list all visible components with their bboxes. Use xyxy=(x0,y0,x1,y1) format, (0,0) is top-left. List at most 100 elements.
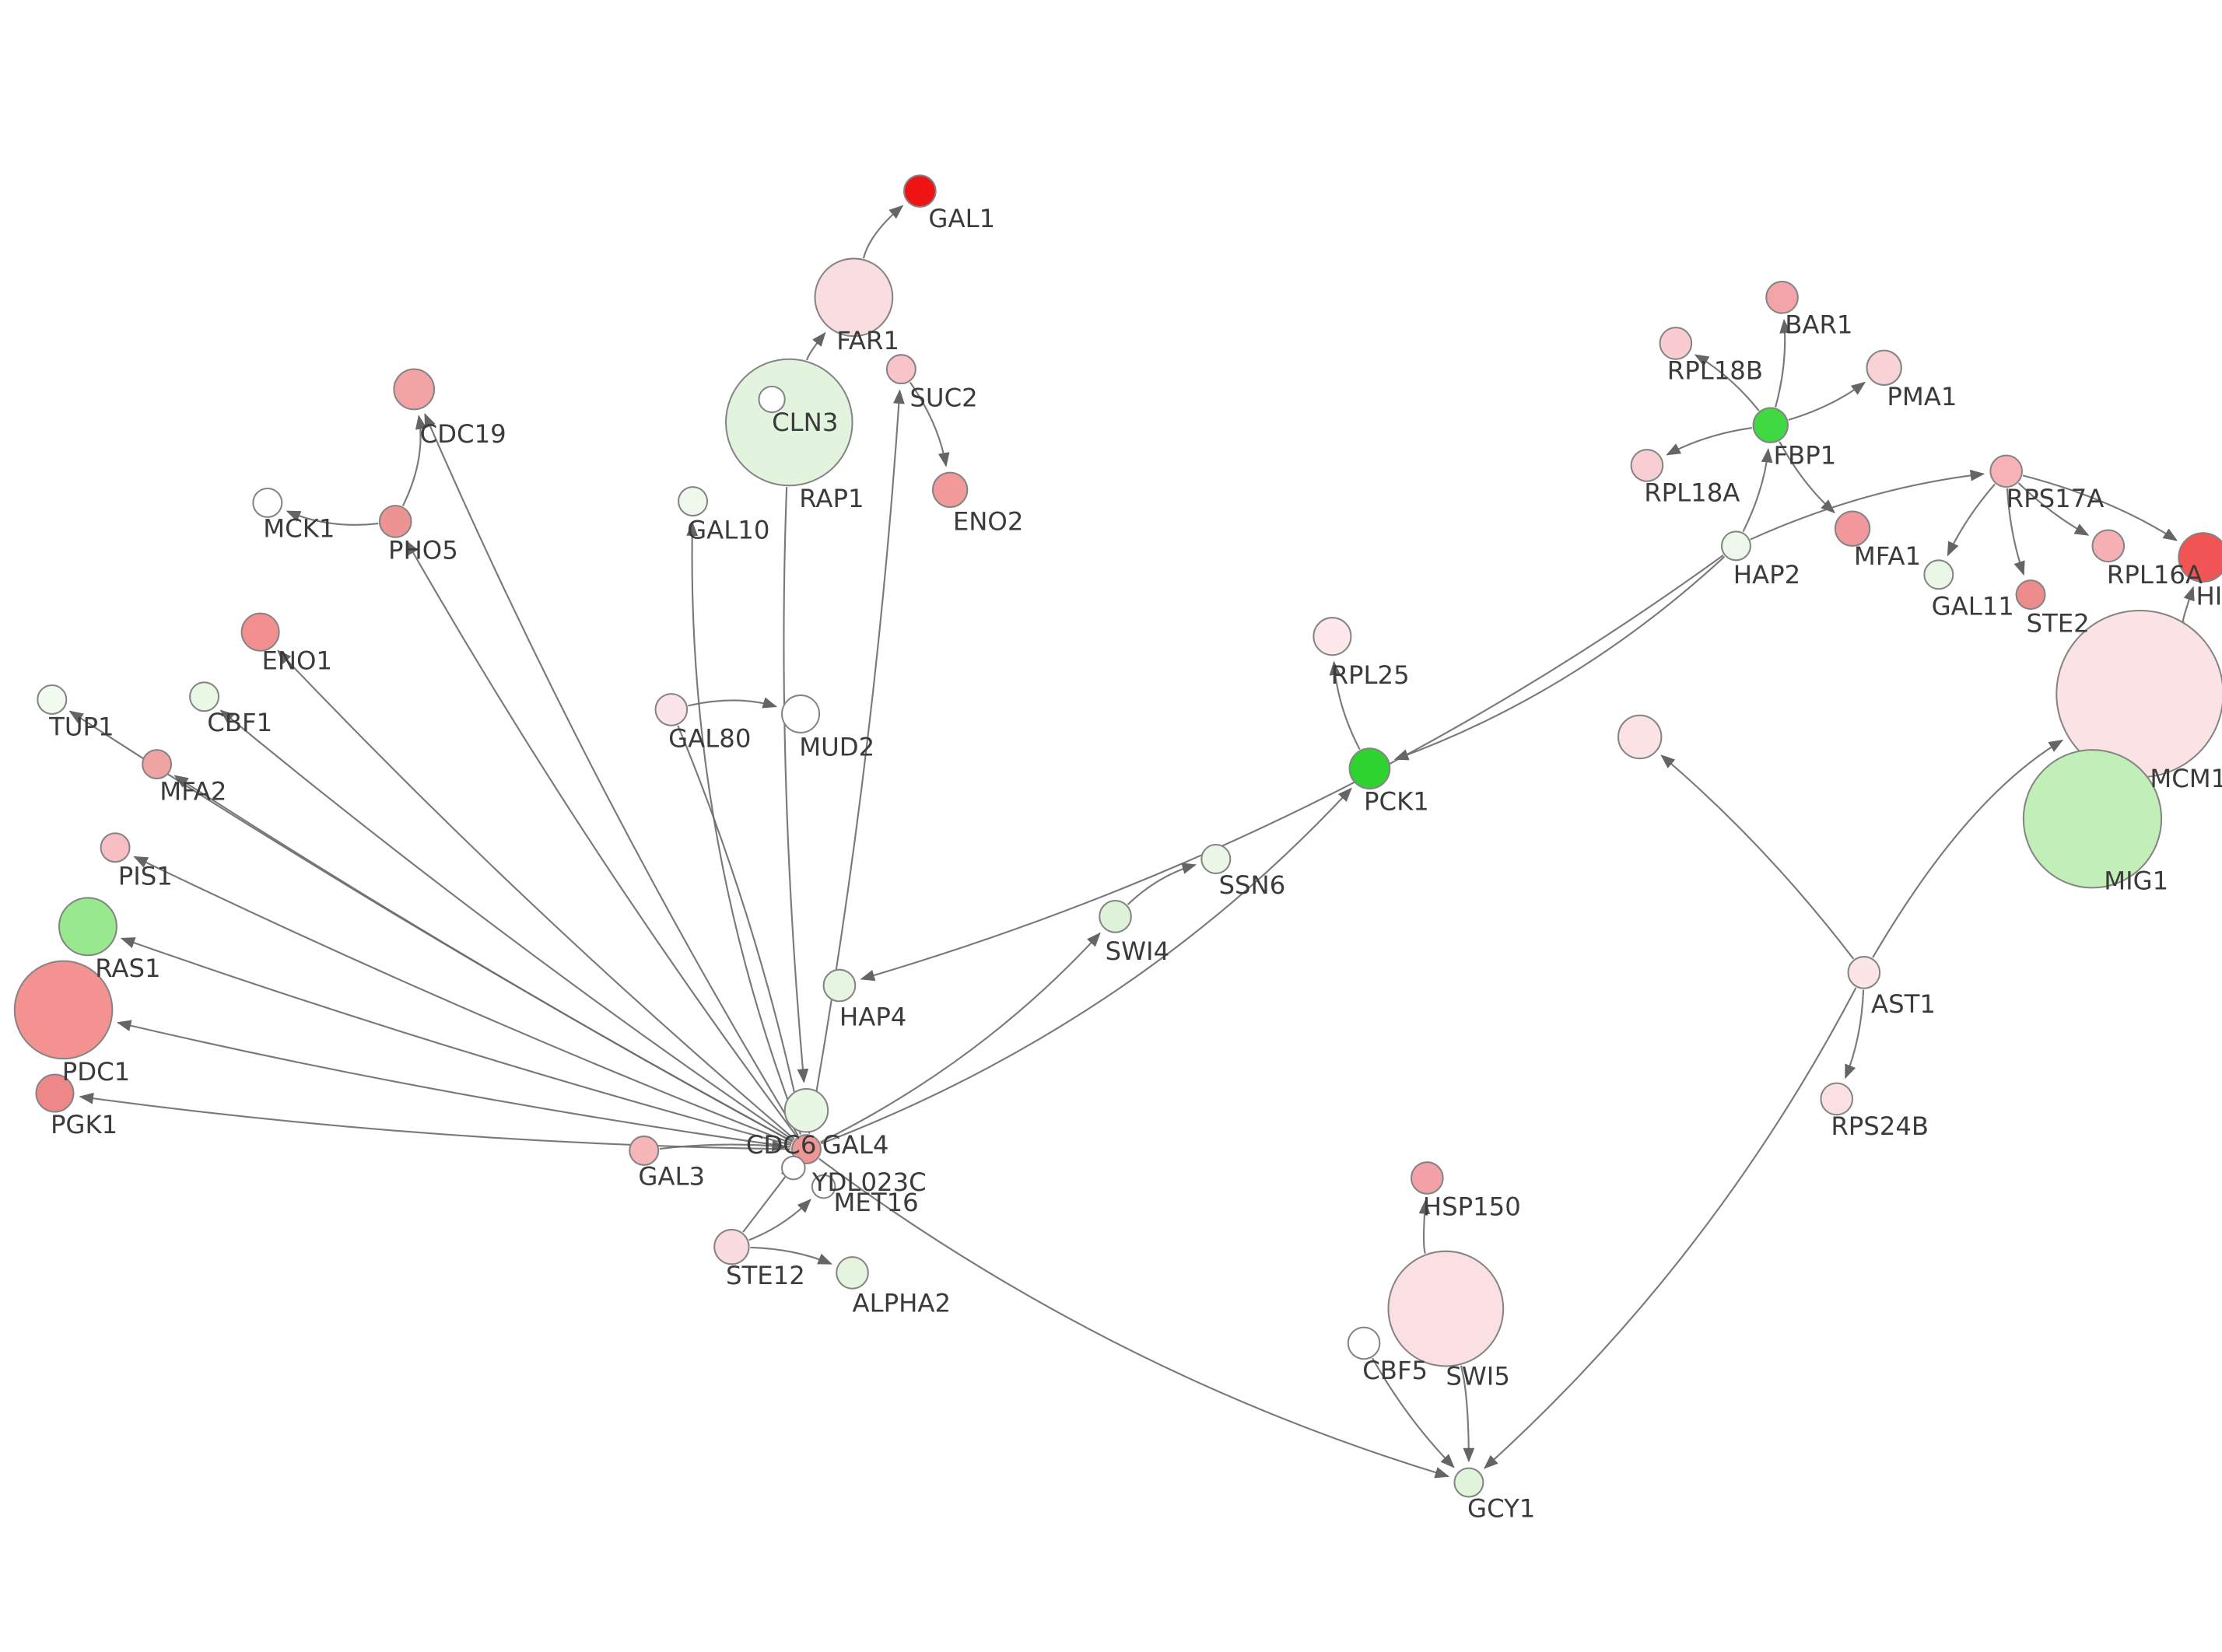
node-STE12[interactable] xyxy=(713,1228,750,1265)
edge-PHO5-CDC19[interactable] xyxy=(401,415,427,506)
edge-SUC2-ENO2[interactable] xyxy=(909,381,950,467)
node-SWI5[interactable] xyxy=(1387,1250,1505,1367)
edge-HAP2-FBP1[interactable] xyxy=(1742,448,1773,533)
node-MFA1[interactable] xyxy=(1834,510,1871,547)
edge-HAP2-HAP4[interactable] xyxy=(860,554,1724,982)
node-PMA1[interactable] xyxy=(1866,349,1902,387)
edge-PHO5-MCK1[interactable] xyxy=(286,510,379,526)
node-RPS17A[interactable] xyxy=(1989,454,2023,488)
node-MFA2[interactable] xyxy=(142,749,173,780)
node-ENO1[interactable] xyxy=(240,612,280,652)
node-GAL3[interactable] xyxy=(629,1135,660,1166)
node-GAL80[interactable] xyxy=(654,693,689,726)
node-BAR1[interactable] xyxy=(1765,280,1799,314)
node-ALPHA2[interactable] xyxy=(836,1256,869,1290)
edge-RPS17A-HIS4[interactable] xyxy=(2022,474,2178,541)
node-SUC2[interactable] xyxy=(885,354,916,385)
edge-GAL4-MFA2[interactable] xyxy=(173,775,794,1143)
edge-CBF5-GCY1[interactable] xyxy=(1372,1357,1455,1468)
node-RPL16A[interactable] xyxy=(2091,529,2126,563)
edge-GAL4-CBF1[interactable] xyxy=(219,709,794,1141)
node-ENO2[interactable] xyxy=(931,471,969,508)
edge-AST1-GCY1[interactable] xyxy=(1484,987,1857,1469)
edge-RPS17A-RPL16A[interactable] xyxy=(2017,482,2090,536)
edge-GAL4-PCK1[interactable] xyxy=(821,787,1352,1145)
node-FBP1[interactable] xyxy=(1752,407,1789,443)
node-RAP1[interactable] xyxy=(758,385,786,414)
node-CDC6[interactable] xyxy=(783,1087,829,1133)
node-CDC19[interactable] xyxy=(393,368,436,411)
node-MIG1[interactable] xyxy=(2022,749,2163,889)
edge-GAL4-GCY1[interactable] xyxy=(818,1157,1450,1479)
edge-GAL4-SUC2[interactable] xyxy=(808,389,905,1134)
node-SSN6[interactable] xyxy=(1200,843,1232,874)
node-NODE_X[interactable] xyxy=(1617,714,1663,760)
node-GAL10[interactable] xyxy=(678,486,709,517)
node-MCK1[interactable] xyxy=(252,487,283,518)
node-RAS1[interactable] xyxy=(58,897,117,957)
edge-RPS17A-STE2[interactable] xyxy=(2006,488,2025,576)
edge-GAL4-PIS1[interactable] xyxy=(133,856,792,1145)
edge-CLN3-CDC6[interactable] xyxy=(783,487,809,1083)
edge-HAP2-RPS17A[interactable] xyxy=(1750,469,1985,541)
node-GCY1[interactable] xyxy=(1453,1467,1484,1498)
edge-GAL80-GAL4[interactable] xyxy=(677,725,805,1130)
node-HAP2[interactable] xyxy=(1720,530,1751,562)
node-GAL4[interactable] xyxy=(790,1134,822,1165)
node-MUD2[interactable] xyxy=(781,694,821,733)
edge-STE12-MET16[interactable] xyxy=(748,1199,811,1241)
edge-GAL4-ENO1[interactable] xyxy=(277,649,795,1140)
node-HIS4[interactable] xyxy=(2178,532,2222,583)
edge-HAP2-PCK1[interactable] xyxy=(1393,555,1726,761)
node-SWI4[interactable] xyxy=(1099,900,1132,933)
edge-FBP1-RPL18B[interactable] xyxy=(1694,354,1760,411)
edge-GAL4-PGK1[interactable] xyxy=(79,1092,791,1150)
node-MET16[interactable] xyxy=(811,1174,836,1199)
node-PCK1[interactable] xyxy=(1348,747,1391,789)
edge-GAL4-CDC19[interactable] xyxy=(424,412,799,1136)
node-STE2[interactable] xyxy=(2015,579,2046,611)
node-PDC1[interactable] xyxy=(13,960,114,1060)
edge-FBP1-PMA1[interactable] xyxy=(1788,381,1866,421)
edge-FBP1-MFA1[interactable] xyxy=(1779,441,1835,514)
node-CLN3[interactable] xyxy=(724,358,853,487)
edge-SWI4-SSN6[interactable] xyxy=(1127,863,1197,905)
edge-PCK1-RPL25[interactable] xyxy=(1329,660,1361,751)
edge-RPS17A-GAL11[interactable] xyxy=(1947,483,1996,557)
node-RPL18A[interactable] xyxy=(1630,449,1664,482)
node-YDL023C[interactable] xyxy=(781,1155,806,1181)
edge-STE12-ALPHA2[interactable] xyxy=(750,1246,832,1265)
edge-GAL4-PHO5[interactable] xyxy=(405,540,798,1137)
node-PHO5[interactable] xyxy=(378,505,412,538)
node-RPS24B[interactable] xyxy=(1820,1082,1854,1116)
edge-AST1-NODE_X[interactable] xyxy=(1660,754,1855,960)
edge-MCM1-HIS4[interactable] xyxy=(2182,586,2195,624)
edge-FBP1-RPL18A[interactable] xyxy=(1666,426,1753,456)
edge-FAR1-GAL1[interactable] xyxy=(862,205,904,259)
node-GAL11[interactable] xyxy=(1923,559,1954,590)
edge-GAL4-PDC1[interactable] xyxy=(116,1020,791,1148)
edge-GAL4-TUP1[interactable] xyxy=(68,710,794,1143)
edge-GAL4-GAL10[interactable] xyxy=(686,521,802,1135)
node-PIS1[interactable] xyxy=(100,832,131,863)
edge-AST1-RPS24B[interactable] xyxy=(1844,989,1865,1080)
node-HAP4[interactable] xyxy=(822,968,857,1003)
edge-SWI5-HSP150[interactable] xyxy=(1418,1199,1431,1255)
node-RPL18B[interactable] xyxy=(1659,327,1693,360)
node-AST1[interactable] xyxy=(1847,956,1881,989)
edge-AST1-MCM1[interactable] xyxy=(1872,739,2064,958)
edge-GAL4-RAS1[interactable] xyxy=(120,937,792,1146)
node-HSP150[interactable] xyxy=(1410,1161,1444,1195)
node-GAL1[interactable] xyxy=(903,174,937,208)
edge-GAL4-SWI4[interactable] xyxy=(820,932,1101,1143)
node-CBF5[interactable] xyxy=(1347,1326,1381,1360)
edge-GAL80-MUD2[interactable] xyxy=(688,697,778,709)
edge-FBP1-BAR1[interactable] xyxy=(1775,318,1791,408)
node-TUP1[interactable] xyxy=(37,684,68,715)
node-RPL25[interactable] xyxy=(1313,617,1352,656)
node-CBF1[interactable] xyxy=(189,681,220,712)
edge-SWI5-GCY1[interactable] xyxy=(1460,1365,1475,1463)
node-PGK1[interactable] xyxy=(35,1073,75,1113)
edge-GAL3-GAL4[interactable] xyxy=(659,1139,787,1152)
